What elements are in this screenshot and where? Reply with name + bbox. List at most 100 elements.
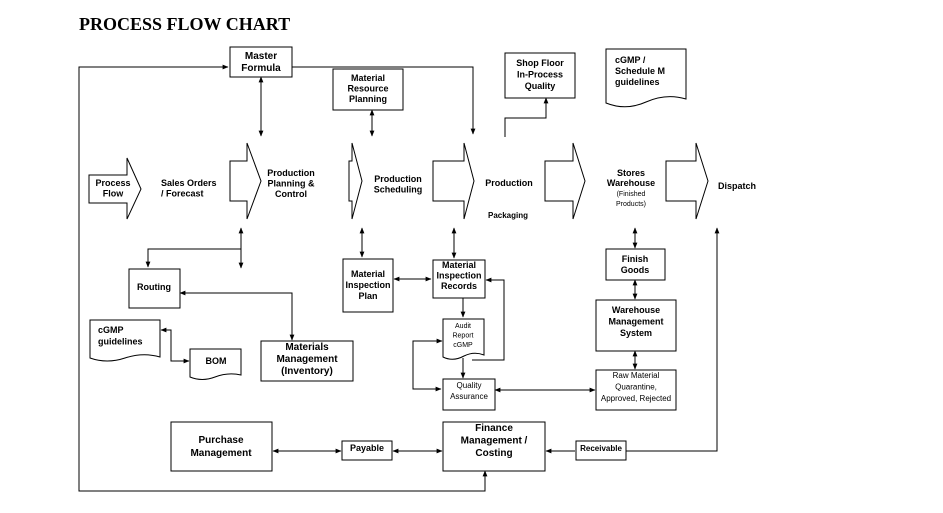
loop-left-line xyxy=(78,64,488,492)
production-planning-line-3: Control xyxy=(275,189,307,199)
receivable-dispatch-line xyxy=(626,227,720,452)
stores-warehouse-line-2: Warehouse xyxy=(607,178,655,188)
routing-label: Routing xyxy=(137,282,171,292)
materials-management-line-3: (Inventory) xyxy=(281,366,333,377)
audit-report-line-3: cGMP xyxy=(453,342,473,349)
audit-qa-loop-line xyxy=(412,338,443,392)
warehouse-management-line-2: Management xyxy=(608,317,663,327)
material-inspection-plan-line-2: Inspection xyxy=(345,280,390,290)
planning-routing-line xyxy=(145,248,241,268)
shopfloor-line xyxy=(504,97,549,137)
material-inspection-records-line-1: Material xyxy=(442,260,476,270)
production-planning-line-1: Production xyxy=(267,168,315,178)
raw-material-line-1: Raw Material xyxy=(613,371,660,380)
cgmp-schedule-doc xyxy=(605,48,687,108)
planning-arrow xyxy=(229,142,262,220)
production-scheduling-line-1: Production xyxy=(374,174,422,184)
shop-floor-line-1: Shop Floor xyxy=(516,58,564,68)
material-resource-planning-line-1: Material xyxy=(351,73,385,83)
materials-management-line-2: Management xyxy=(276,354,338,365)
packaging-line-1: Packaging xyxy=(488,211,528,220)
inspection-plan-box xyxy=(342,258,394,313)
warehouse-management-line-3: System xyxy=(620,328,652,338)
finish-goods-box xyxy=(605,248,666,281)
qa-box xyxy=(442,378,496,411)
cgmp-guidelines-label: cGMP guidelines xyxy=(98,325,143,347)
payable-box xyxy=(341,440,393,461)
cgmp-schedule-line-1: cGMP / xyxy=(615,55,646,65)
material-inspection-plan-line-1: Material xyxy=(351,269,385,279)
bom-label: BOM xyxy=(206,356,227,366)
purchase-box xyxy=(170,421,273,472)
audit-report-doc xyxy=(442,318,485,360)
receivable-box xyxy=(575,440,627,461)
receivable-line-1: Receivable xyxy=(580,444,622,453)
material-resource-planning-line-2: Resource xyxy=(347,84,388,94)
audit-report-line-2: Report xyxy=(452,333,473,340)
production-arrow xyxy=(432,142,475,220)
routing-line-1: Routing xyxy=(137,282,171,292)
materials-management-line-1: Materials xyxy=(285,342,329,353)
raw-material-line-2: Quarantine, xyxy=(615,383,657,392)
raw-material-line-3: Approved, Rejected xyxy=(601,394,671,403)
material-inspection-plan-line-3: Plan xyxy=(358,291,377,301)
dispatch-line-1: Dispatch xyxy=(718,181,756,191)
cgmp-bom-line xyxy=(160,327,190,364)
production-line-1: Production xyxy=(485,178,533,188)
routing-box xyxy=(128,268,181,309)
connectors xyxy=(78,64,720,492)
master-to-production-line xyxy=(292,66,476,135)
cgmp-schedule-line-2: Schedule M xyxy=(615,66,665,76)
production-label: Production xyxy=(485,178,533,188)
stores-warehouse-line-1: Stores xyxy=(617,168,645,178)
finish-goods-line-2: Goods xyxy=(621,265,650,275)
stores-warehouse-line-3: (Finished xyxy=(617,191,646,198)
purchase-management-line-2: Management xyxy=(190,448,252,459)
production-scheduling-line-2: Scheduling xyxy=(374,185,423,195)
finance-management-line-2: Management / xyxy=(461,436,528,447)
audit-report-line-1: Audit xyxy=(455,323,471,330)
material-inspection-records-line-2: Inspection xyxy=(436,271,481,281)
boxes xyxy=(89,46,687,472)
shop-floor-box xyxy=(504,52,576,99)
cgmp-guidelines-line-1: cGMP xyxy=(98,325,124,335)
bom-doc xyxy=(189,348,242,380)
cgmp-guidelines-line-2: guidelines xyxy=(98,337,143,347)
dispatch-arrow xyxy=(665,142,709,220)
bom-line-1: BOM xyxy=(206,356,227,366)
cgmp-schedule-line-3: guidelines xyxy=(615,77,660,87)
shop-floor-line-2: In-Process xyxy=(517,70,563,80)
finance-box xyxy=(442,421,546,472)
master-formula-box xyxy=(229,46,293,78)
stores-arrow xyxy=(544,142,586,220)
process-flow-arrow xyxy=(88,157,142,220)
process-flow-line-2: Flow xyxy=(103,189,124,199)
materials-mgmt-box xyxy=(260,340,354,382)
page-title: PROCESS FLOW CHART xyxy=(79,14,291,34)
material-resource-planning-line-3: Planning xyxy=(349,94,387,104)
inspection-records-box xyxy=(432,259,486,299)
production-planning-line-2: Planning & xyxy=(268,179,316,189)
shop-floor-line-3: Quality xyxy=(525,81,556,91)
scheduling-arrow xyxy=(348,142,363,220)
payable-line-1: Payable xyxy=(350,443,384,453)
receivable-label: Receivable xyxy=(580,444,622,453)
warehouse-management-line-1: Warehouse xyxy=(612,305,660,315)
